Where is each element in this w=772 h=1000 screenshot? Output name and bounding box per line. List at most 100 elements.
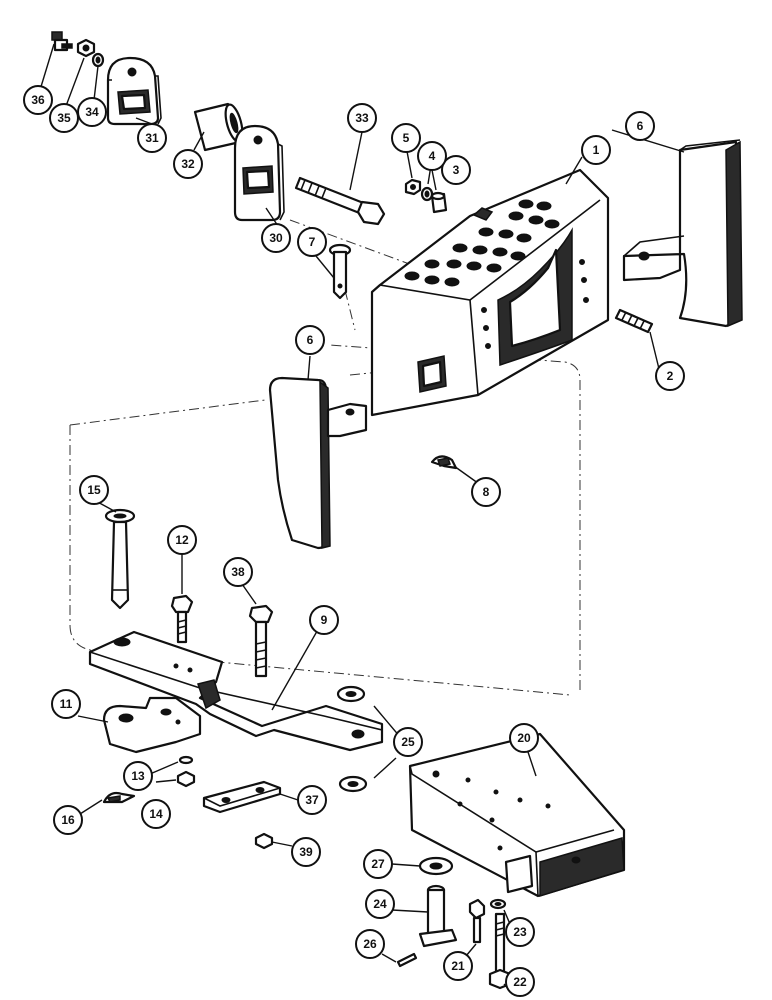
svg-text:21: 21 [451,959,465,973]
part-6-weight-right [622,139,743,328]
part-14-nut [176,770,196,788]
svg-text:39: 39 [299,845,313,859]
svg-text:4: 4 [429,149,436,163]
svg-text:2: 2 [667,369,674,383]
svg-text:12: 12 [175,533,189,547]
part-39-nut [254,832,274,850]
part-13-washer [178,755,194,765]
svg-text:11: 11 [60,697,73,711]
callout-16: 16 [53,805,83,835]
part-8-clip [430,455,458,470]
svg-text:1: 1 [593,143,600,157]
svg-text:38: 38 [231,565,245,579]
callout-38: 38 [223,557,253,587]
part-25-washers [336,685,368,793]
bracket-top-holes [404,199,560,287]
svg-text:9: 9 [321,613,328,627]
part-34-washer [91,52,105,68]
svg-text:37: 37 [305,793,319,807]
callout-39: 39 [291,837,321,867]
part-32-bushing [193,102,244,152]
svg-text:25: 25 [401,735,415,749]
part-20-hitch-box [408,732,626,898]
part-4-washer [420,186,434,202]
part-11-clevis [102,696,202,754]
callout-15: 15 [79,475,109,505]
svg-text:16: 16 [61,813,75,827]
svg-text:22: 22 [513,975,527,989]
callout-25: 25 [393,727,423,757]
svg-text:26: 26 [363,937,377,951]
callout-36: 36 [23,85,53,115]
part-1-bracket [370,168,610,417]
part-24-pin [418,884,458,948]
part-5-nut [404,178,422,196]
svg-text:8: 8 [483,485,490,499]
callout-13: 13 [123,761,153,791]
svg-text:32: 32 [181,157,195,171]
callout-4: 4 [417,141,447,171]
callout-8: 8 [471,477,501,507]
svg-text:35: 35 [57,111,71,125]
callout-34: 34 [77,97,107,127]
part-30-plate [233,124,285,222]
alignment-line-pin [344,289,356,331]
callout-9: 9 [309,605,339,635]
callout-35: 35 [49,103,79,133]
svg-text:6: 6 [307,333,314,347]
callout-21: 21 [443,951,473,981]
callout-24: 24 [365,889,395,919]
part-36-fitting [51,31,73,52]
part-3-spacer [430,191,448,214]
svg-text:5: 5 [403,131,410,145]
callout-11: 11 [51,689,81,719]
callout-3: 3 [441,155,471,185]
part-22-bolt [488,912,512,990]
svg-text:13: 13 [131,769,145,783]
svg-text:36: 36 [31,93,45,107]
part-31-plate [106,56,162,126]
part-15-pin [104,508,136,610]
callout-22: 22 [505,967,535,997]
callout-1: 1 [581,135,611,165]
svg-text:33: 33 [355,111,369,125]
part-26-roll-pin [396,952,418,968]
callout-12: 12 [167,525,197,555]
svg-text:6: 6 [637,119,644,133]
callout-23: 23 [505,917,535,947]
svg-text:24: 24 [373,897,387,911]
callout-27: 27 [363,849,393,879]
callout-2: 2 [655,361,685,391]
callout-37: 37 [297,785,327,815]
assembly-boundary [69,344,581,696]
svg-text:23: 23 [513,925,527,939]
part-12-bolt [170,594,194,644]
svg-text:27: 27 [371,857,385,871]
part-37-strap [202,780,282,814]
part-27-washer [418,856,454,876]
callout-labels: 1 2 3 4 5 6 6 7 8 9 11 12 13 14 15 16 20… [23,85,685,997]
svg-text:30: 30 [269,231,283,245]
part-23-washer [489,898,507,910]
part-16-clip [102,791,136,804]
part-21-bolt [468,898,486,944]
callout-7: 7 [297,227,327,257]
svg-text:7: 7 [309,235,316,249]
part-9-drawbar [88,630,384,752]
svg-text:31: 31 [145,131,159,145]
callout-14: 14 [141,799,171,829]
callout-6-left: 6 [295,325,325,355]
callout-26: 26 [355,929,385,959]
part-2-stud [614,308,654,334]
svg-text:15: 15 [87,483,101,497]
part-35-nut [76,38,96,58]
callout-6-right: 6 [625,111,655,141]
callout-33: 33 [347,103,377,133]
svg-text:3: 3 [453,163,460,177]
part-7-pin [328,243,352,300]
part-6-weight-left [268,376,368,550]
svg-text:14: 14 [149,807,163,821]
svg-text:20: 20 [517,731,531,745]
callout-32: 32 [173,149,203,179]
